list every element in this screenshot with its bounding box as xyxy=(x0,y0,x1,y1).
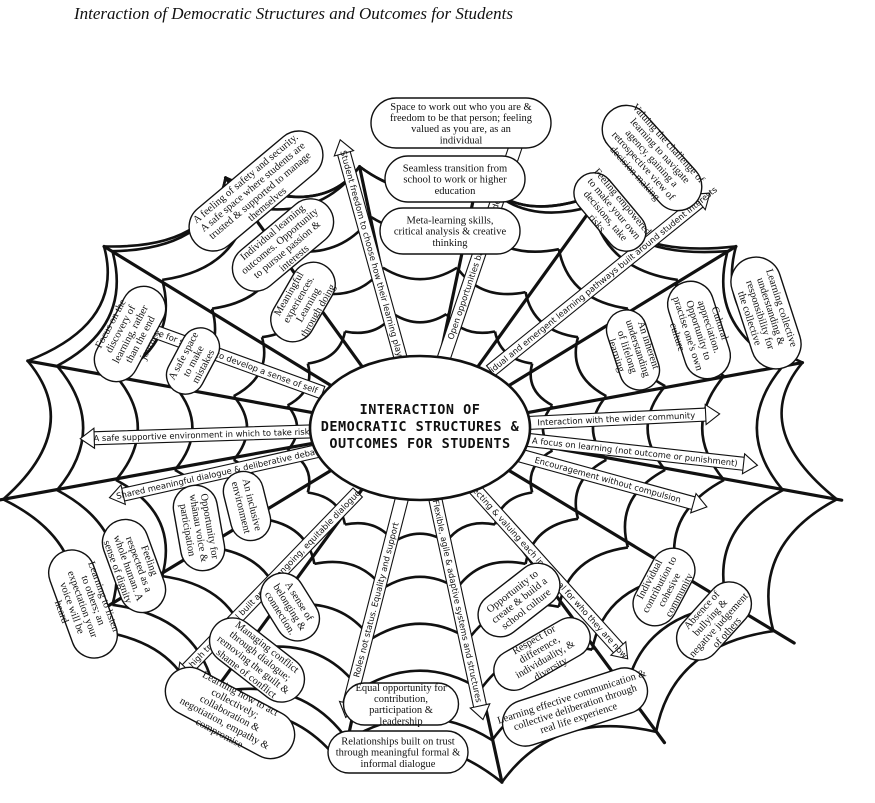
arrowhead-icon xyxy=(79,427,96,450)
arrowhead-icon xyxy=(333,138,355,157)
web-spoke xyxy=(0,440,324,502)
web-spoke xyxy=(437,173,481,361)
arrowhead-icon xyxy=(689,492,708,514)
outcome-pill: Meta-learning skills,critical analysis &… xyxy=(379,207,521,255)
radial-arrow: Interaction with the wider community xyxy=(524,403,721,431)
outcome-pill-text: Learning how to actcollectively;collabor… xyxy=(172,666,286,762)
outcome-pill: Opportunity forwhānau voice &participati… xyxy=(172,484,226,572)
arrowhead-icon xyxy=(704,403,721,426)
outcome-pill-text: An inherentunderstandingof lifelonglearn… xyxy=(602,315,663,386)
outcome-pill: Space to work out who you are &freedom t… xyxy=(370,97,552,149)
outcome-pill: Learning how to actcollectively;collabor… xyxy=(164,666,296,762)
outcome-pill: Culturalappreciation.Opportunity topract… xyxy=(667,280,732,380)
radial-label: Roles not status. Equality and support xyxy=(351,521,401,679)
arrowhead-icon xyxy=(108,483,127,506)
outcome-pill: An inherentunderstandingof lifelonglearn… xyxy=(602,309,663,391)
outcome-pill: Learning collectiveunderstanding &respon… xyxy=(730,256,802,370)
outcome-pill: A sense ofbelonging &connection. xyxy=(259,572,321,642)
outcome-pill: A safe spaceto makemistakes xyxy=(165,327,221,395)
arrowhead-icon xyxy=(741,452,759,475)
outcome-pill: Feelingrespected as awhole human. Asense… xyxy=(101,518,167,614)
outcome-pill-text: Meta-learning skills,critical analysis &… xyxy=(394,215,507,248)
arrowhead-icon xyxy=(609,640,629,660)
web-spoke xyxy=(516,360,805,416)
outcome-pill-text: Space to work out who you are &freedom t… xyxy=(390,102,533,147)
radial-arrow: A safe supportive environment in which t… xyxy=(79,424,316,450)
outcome-pill: Individualcontribution tocohesivecommuni… xyxy=(632,547,696,627)
arrowhead-icon xyxy=(469,703,491,721)
figure-title: Interaction of Democratic Structures and… xyxy=(74,4,513,23)
web-spoke xyxy=(102,244,339,391)
outcome-pill: Meaningfulexperiences.Learningthrough do… xyxy=(270,261,338,343)
outcome-pill: An inclusiveenvironment xyxy=(222,470,272,542)
center-ellipse xyxy=(308,354,532,502)
